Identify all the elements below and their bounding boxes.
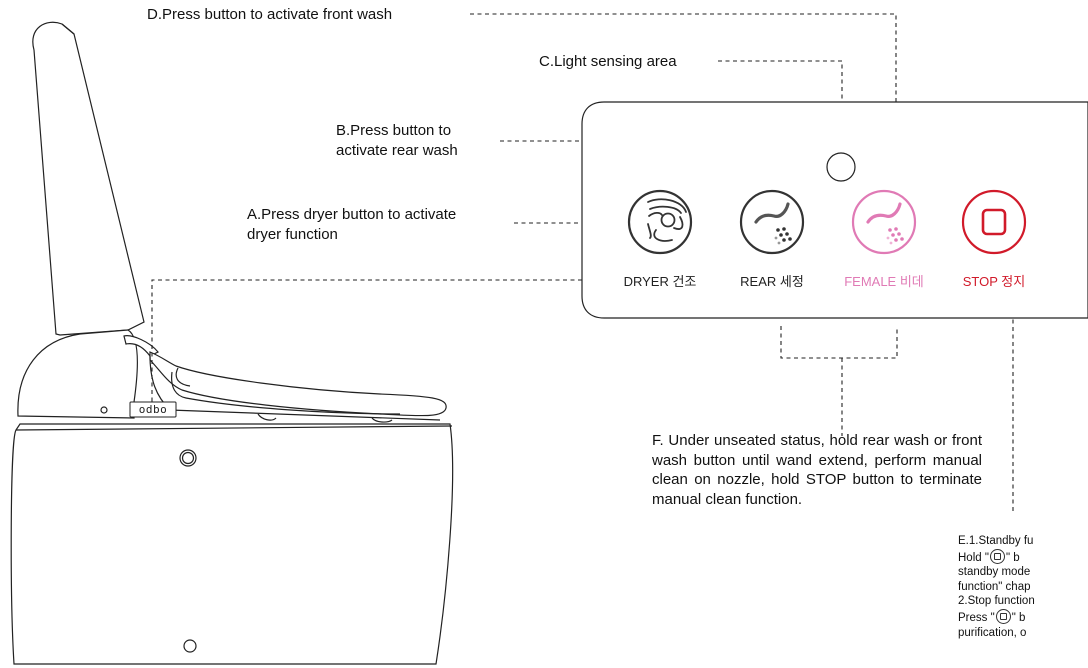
rear-wash-icon bbox=[754, 202, 792, 245]
label-dryer-line2: dryer function bbox=[247, 226, 338, 243]
standby-note-line: 2.Stop function bbox=[958, 595, 1035, 608]
standby-note-line: purification, o bbox=[958, 626, 1027, 639]
toilet-bowl bbox=[10, 423, 454, 665]
stop-symbol-icon bbox=[995, 608, 1011, 624]
label-dryer-line1: A.Press dryer button to activate bbox=[247, 206, 457, 223]
instruction-manual-clean: F. Under unseated status, hold rear wash… bbox=[652, 432, 982, 508]
toilet-illustration bbox=[10, 21, 454, 665]
dryer-button[interactable]: DRYER 건조 bbox=[623, 274, 697, 289]
standby-note-line: Press "" b bbox=[958, 608, 1088, 626]
side-panel-box bbox=[129, 401, 177, 418]
stop-button-graphic bbox=[961, 189, 1027, 255]
side-panel-label: odbo bbox=[138, 403, 168, 416]
toilet-rear-body bbox=[17, 329, 138, 419]
standby-note-line: standby mode bbox=[958, 566, 1031, 579]
toilet-seat bbox=[149, 351, 447, 417]
toilet-lid bbox=[32, 21, 145, 336]
standby-note-line: function" chap bbox=[958, 580, 1031, 593]
label-front-wash: D.Press button to activate front wash bbox=[147, 6, 393, 23]
rear-button[interactable]: REAR 세정 bbox=[740, 274, 804, 289]
label-light-sensing: C.Light sensing area bbox=[539, 53, 677, 70]
rear-button-graphic bbox=[739, 189, 805, 255]
control-panel bbox=[581, 101, 1088, 319]
standby-note-line: E.1.Standby fu bbox=[958, 535, 1034, 547]
light-sensor bbox=[826, 152, 856, 182]
label-rear-wash-line1: B.Press button to bbox=[336, 122, 452, 139]
fan-icon bbox=[647, 198, 687, 242]
dryer-button-graphic bbox=[627, 189, 693, 255]
standby-note: E.1.Standby fu Hold "" b standby mode fu… bbox=[958, 534, 1088, 640]
stop-symbol-icon bbox=[989, 548, 1005, 564]
front-wash-icon bbox=[866, 202, 904, 245]
female-button[interactable]: FEMALE 비데 bbox=[844, 274, 924, 289]
stop-icon bbox=[981, 208, 1007, 236]
female-button-graphic bbox=[851, 189, 917, 255]
standby-note-line: Hold "" b bbox=[958, 548, 1088, 566]
label-rear-wash-line2: activate rear wash bbox=[336, 142, 458, 159]
stop-button[interactable]: STOP 정지 bbox=[962, 274, 1026, 289]
control-panel-outline bbox=[581, 101, 1088, 319]
